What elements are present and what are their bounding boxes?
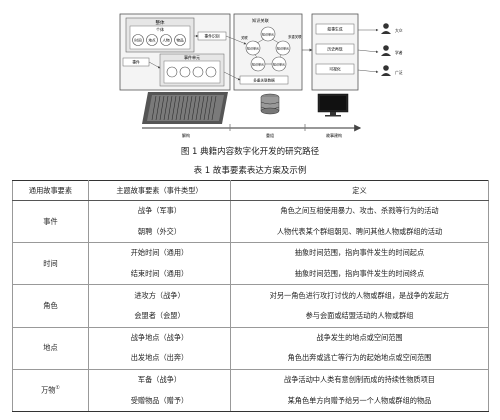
entity-label: 人物 [162,38,170,43]
figure-caption: 图 1 典籍内容数字化开发的研究路径 [180,147,320,157]
theme-cell: 会盟者（会盟） [88,305,231,328]
entity-label: 地点 [148,38,156,43]
right-box-label: 历史再现 [327,47,342,52]
user-icon [381,65,391,76]
kg-label: 知识关联 [252,17,270,24]
definition-cell: 某角色单方向赠予给另一个人物或群组的物品 [230,390,489,413]
research-path-figure: 整体 个体 时间 地点 人物 物品 事件识别 事件 事件单元 知识关联 知识单元… [119,13,403,138]
event-ident-label: 事件识别 [204,34,219,39]
kg-node-label: 知识单元 [273,62,285,67]
person-label: 广泛 [395,70,403,75]
right-box-label: 叙事生成 [327,27,342,32]
definition-cell: 参与会面或结盟活动的人物或群组 [230,305,489,328]
theme-cell: 军备（战争） [88,369,231,391]
right-box-label: 可视化 [329,67,341,72]
category-cell: 万物① [12,369,89,413]
theme-cell: 受赠物品（赠予） [88,390,231,413]
database-icon [260,93,280,115]
kg-bottom-label: 多重关联数据 [253,78,275,83]
definition-cell: 抽象时间范围，指向事件发生的时间终点 [230,263,489,286]
table-row: 朝聘（外交） 人物代表某个群组朝见、聘问其他人物或群组的活动 [13,221,489,244]
kg-node-label: 知识单元 [262,32,274,37]
theme-cell: 进攻方（战争） [88,284,231,306]
definition-cell: 人物代表某个群组朝见、聘问其他人物或群组的活动 [230,221,489,244]
definition-cell: 角色出奔或逃亡等行为的起始地点或空间范围 [230,348,489,370]
header-cell: 定义 [230,180,489,201]
story-elements-table: 通用故事要素 主题故事要素（事件类型） 定义 事件 战争（军事） 角色之间互相使… [12,180,489,413]
table-row: 受赠物品（赠予） 某角色单方向赠予给另一个人物或群组的物品 [13,390,489,413]
theme-cell: 战争地点（战争） [88,327,231,349]
stage-label: 解构 [182,132,190,138]
definition-cell: 战争发生的地点或空间范围 [230,327,489,349]
entity-node [174,34,186,46]
definition-cell: 对另一角色进行攻打讨伐的人物或群组，是战争的发起方 [230,284,489,306]
group-label: 整体 [156,19,165,26]
kg-link-label: 关联 [241,35,248,40]
table-row: 地点 战争地点（战争） 战争发生的地点或空间范围 [12,327,489,370]
kg-node-label: 知识单元 [277,46,289,51]
user-icon [381,45,391,56]
definition-cell: 抽象时间范围，指向事件发生的时间起点 [230,242,489,264]
stage-label: 故事建构 [326,132,342,138]
theme-cell: 战争（军事） [88,200,231,222]
table-row: 出发地点（出奔） 角色出奔或逃亡等行为的起始地点或空间范围 [13,348,489,370]
header-cell: 主题故事要素（事件类型） [88,180,231,201]
theme-cell: 出发地点（出奔） [88,348,231,370]
table-row: 事件 战争（军事） 角色之间互相使用暴力、攻击、杀戮等行为的活动 [12,200,489,244]
table-row: 万物① 军备（战争） 战争活动中人类有意创制而成的持续性物质项目 [12,369,489,413]
category-cell: 时间 [12,242,89,286]
entity-node [160,34,172,46]
category-label: 万物 [41,385,56,395]
person-label: 学者 [395,50,403,55]
entity-node [146,34,158,46]
table-header-row: 通用故事要素 主题故事要素（事件类型） 定义 [12,180,489,201]
theme-cell: 结束时间（通用） [88,263,231,286]
table-row: 角色 进攻方（战争） 对另一角色进行攻打讨伐的人物或群组，是战争的发起方 [12,284,489,328]
definition-cell: 战争活动中人类有意创制而成的持续性物质项目 [230,369,489,391]
theme-cell: 朝聘（外交） [88,221,231,244]
individual-label: 个体 [156,26,164,32]
person-label: 大众 [395,28,403,33]
user-icon [381,23,391,34]
ancient-book-image [142,92,228,124]
definition-cell: 角色之间互相使用暴力、攻击、杀戮等行为的活动 [230,200,489,222]
event-label: 事件 [132,60,140,65]
table-row: 结束时间（通用） 抽象时间范围，指向事件发生的时间终点 [13,263,489,286]
kg-node-label: 知识单元 [252,62,264,67]
category-cell: 地点 [12,327,89,370]
entity-node [132,34,144,46]
entity-label: 物品 [176,38,184,43]
theme-cell: 开始时间（通用） [88,242,231,264]
category-cell: 事件 [12,200,89,244]
table-row: 时间 开始时间（通用） 抽象时间范围，指向事件发生的时间起点 [12,242,489,286]
header-cell: 通用故事要素 [12,180,89,201]
monitor-icon [317,93,349,117]
multi-link-label: 多重关联 [288,34,302,39]
table-caption: 表 1 故事要素表达方案及示例 [193,166,307,176]
table-row: 会盟者（会盟） 参与会面或结盟活动的人物或群组 [13,305,489,328]
individual-box [129,25,191,50]
stage-label: 重组 [266,132,274,138]
footnote-marker: ① [55,385,60,392]
kg-node-label: 知识单元 [247,46,259,51]
category-cell: 角色 [12,284,89,328]
entity-label: 时间 [134,38,142,43]
event-unit-label: 事件单元 [184,54,200,60]
